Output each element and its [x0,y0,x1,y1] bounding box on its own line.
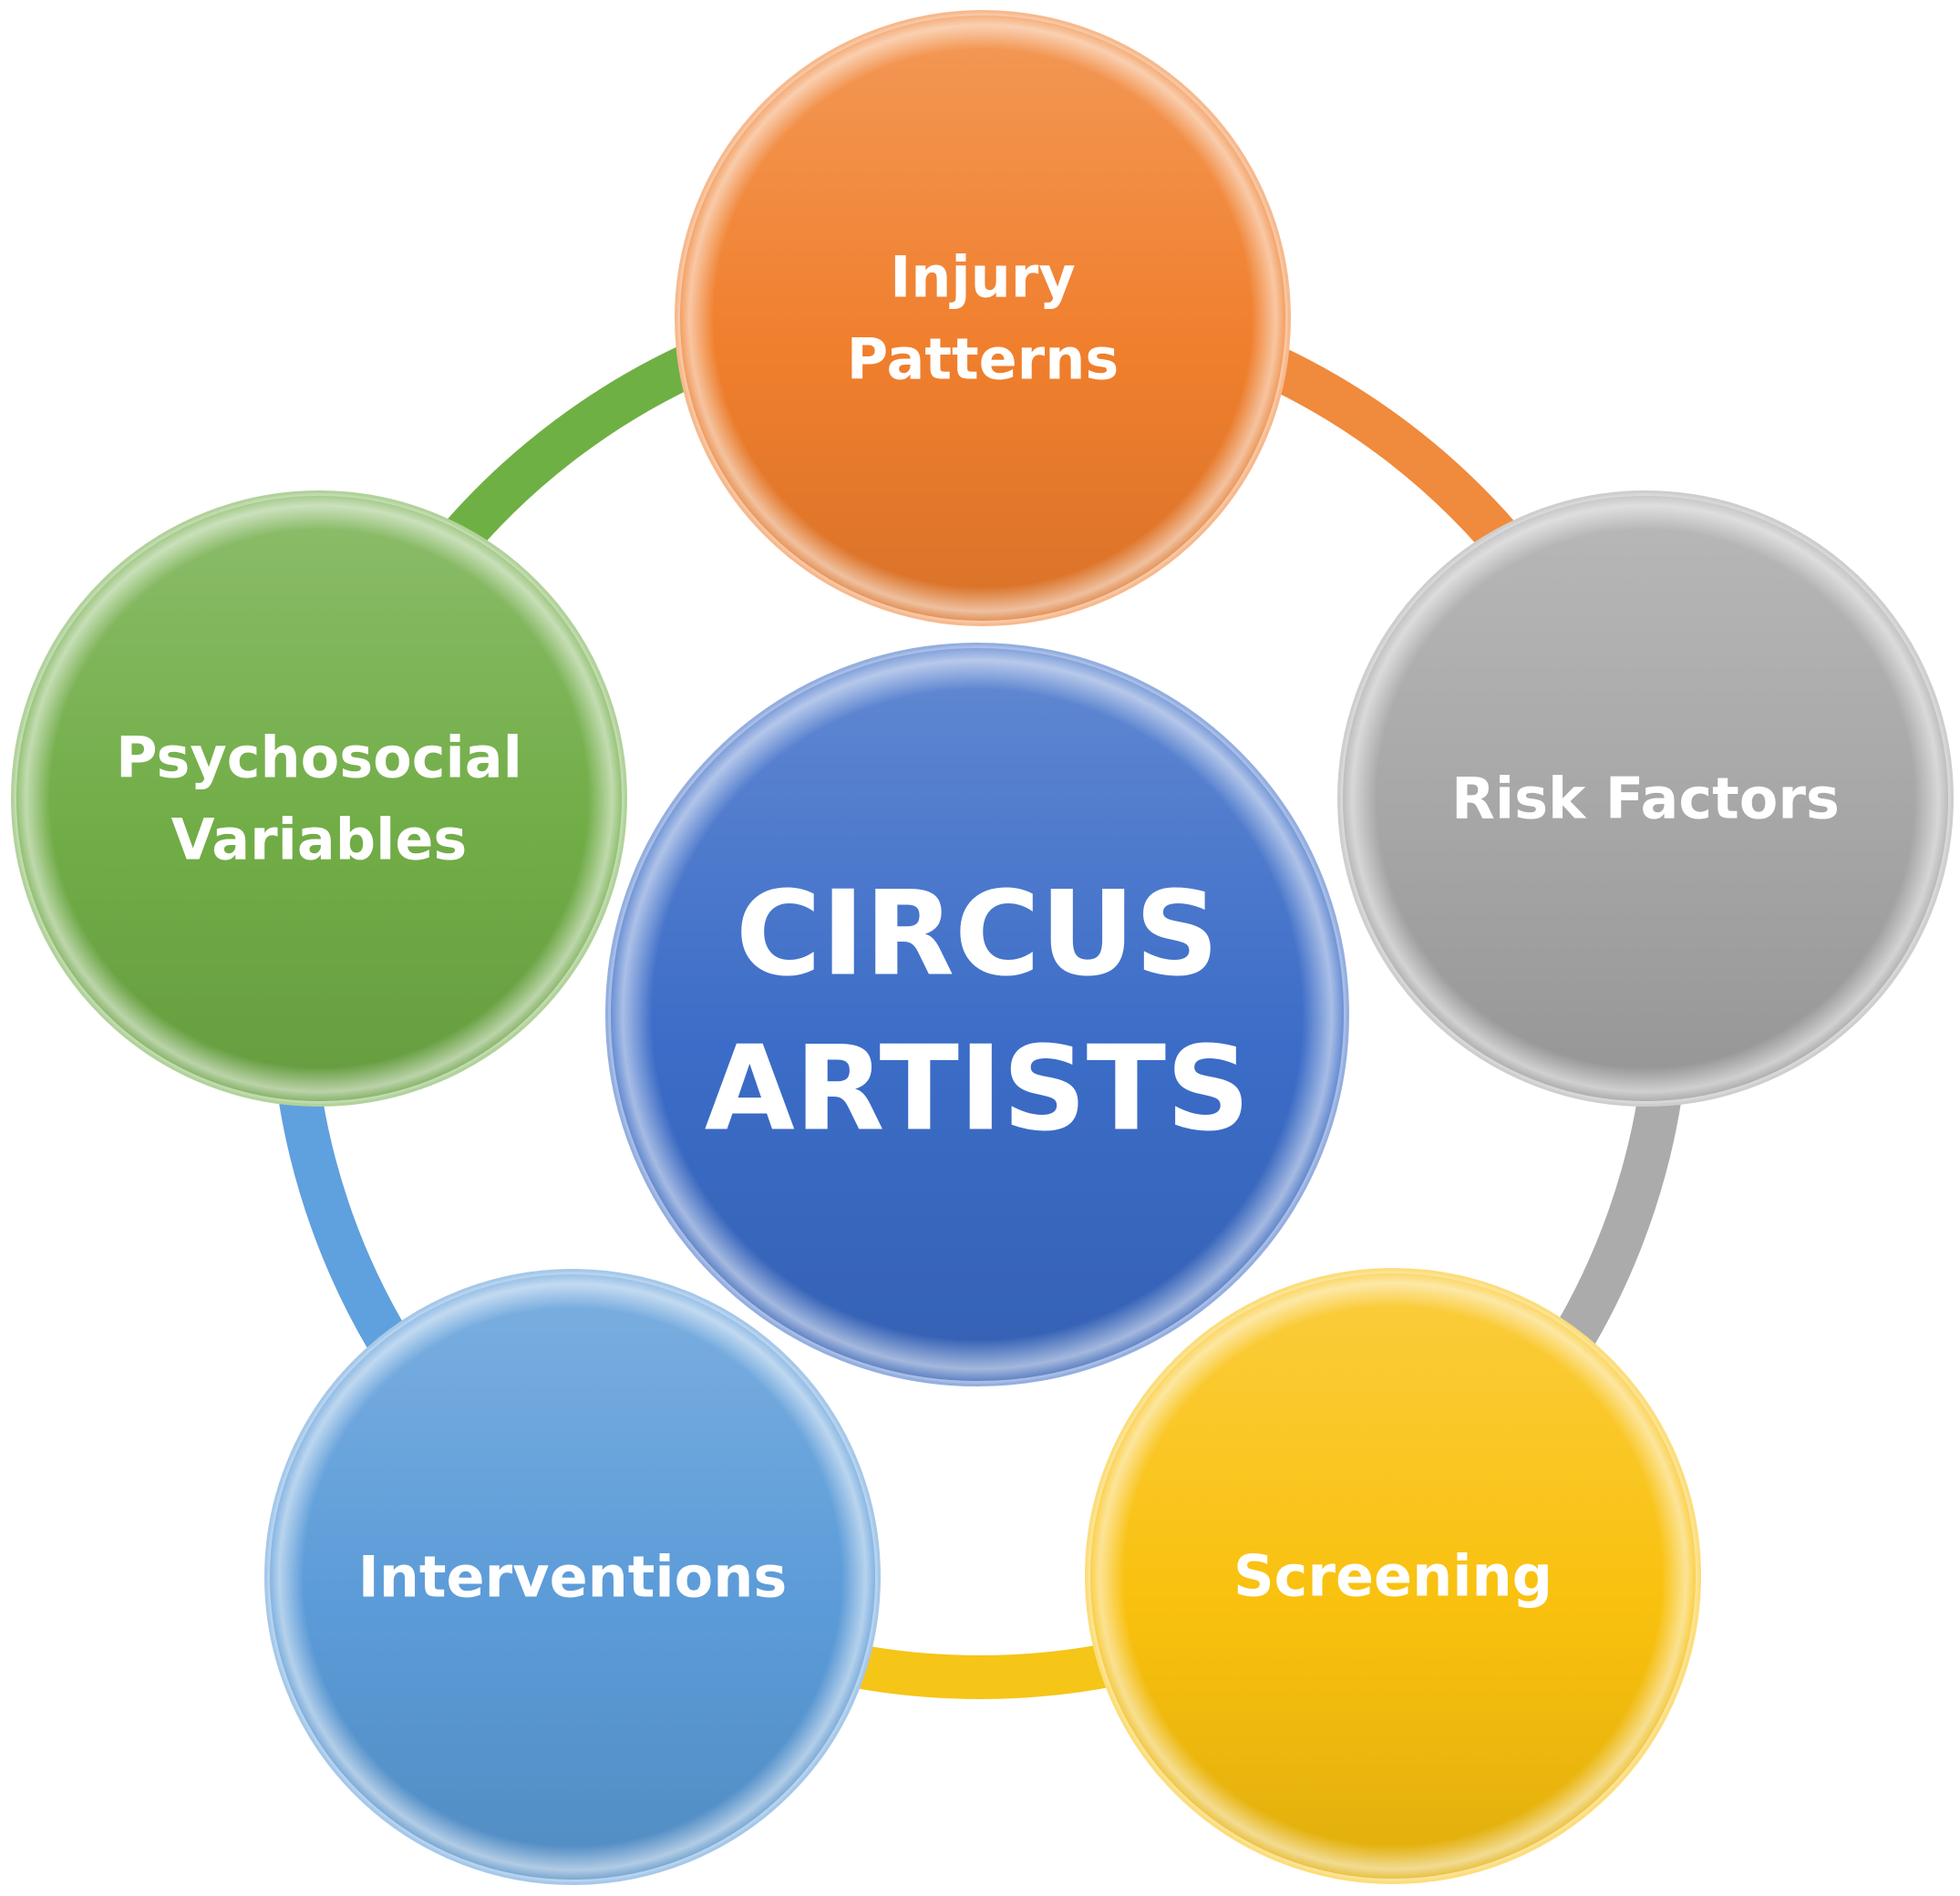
center-title-line-1: CIRCUS [736,867,1219,1003]
node-label-injury-patterns-line-2: Patterns [847,325,1119,392]
node-interventions: Interventions [264,1269,881,1885]
center-title-line-2: ARTISTS [705,1022,1251,1158]
node-gloss-interventions [267,1272,878,1882]
node-gloss-psychosocial-variables [14,493,624,1104]
node-gloss-screening [1088,1271,1698,1881]
node-label-injury-patterns-line-1: Injury [890,244,1076,311]
center-gloss [608,645,1346,1384]
center-node: CIRCUS ARTISTS [605,643,1349,1386]
node-risk-factors: Risk Factors [1337,490,1954,1107]
node-screening: Screening [1085,1268,1701,1884]
node-label-screening-line-1: Screening [1233,1543,1553,1610]
node-gloss-injury-patterns [677,13,1288,623]
node-gloss-risk-factors [1340,493,1951,1104]
node-label-psychosocial-variables-line-1: Psychosocial [116,725,522,791]
node-label-risk-factors-line-1: Risk Factors [1451,766,1840,832]
node-label-psychosocial-variables-line-2: Variables [171,806,468,872]
node-label-interventions-line-1: Interventions [358,1544,788,1611]
